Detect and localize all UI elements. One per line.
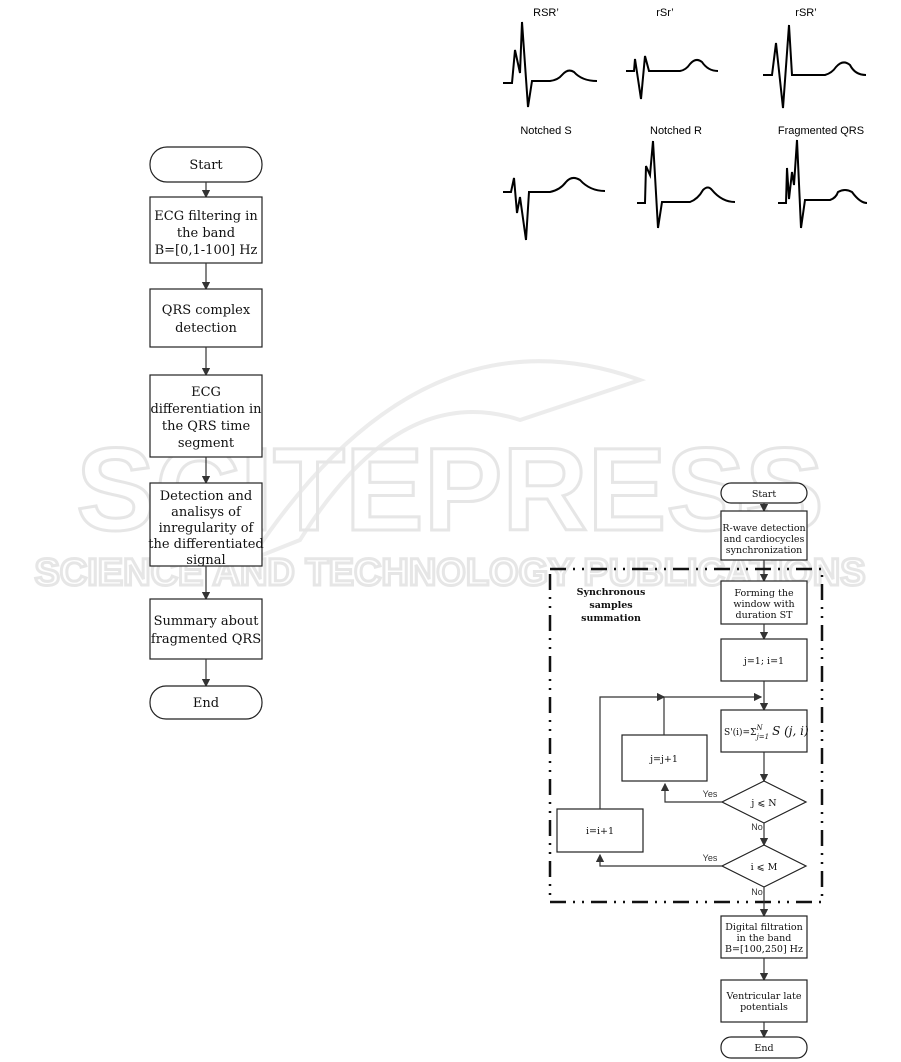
- group-label: summation: [581, 613, 641, 624]
- step-text: Forming the: [734, 588, 794, 599]
- right-inc-i-box: [556, 808, 644, 853]
- right-end-terminal: [720, 1036, 808, 1059]
- step-text: inregularity of: [159, 521, 255, 536]
- step-text: and cardiocycles: [724, 534, 805, 545]
- left-start-label: Start: [189, 158, 223, 173]
- left-step-qrs-detection: [149, 288, 263, 348]
- decision-text: i ⩽ M: [751, 862, 778, 873]
- no-label: No: [751, 887, 763, 897]
- step-text: in the band: [737, 933, 792, 944]
- group-boundary: [548, 567, 824, 904]
- step-text: Digital filtration: [725, 922, 802, 933]
- step-text: the band: [177, 226, 235, 241]
- ecg-label-notched-r: Notched R: [650, 125, 702, 137]
- step-text: Detection and: [160, 489, 252, 504]
- ecg-trace-rsr-small: [626, 55, 719, 100]
- step-text: segment: [178, 436, 235, 451]
- ecg-trace-notched-r: [637, 140, 736, 229]
- right-rwave-box: [720, 510, 808, 561]
- step-text: detection: [175, 321, 237, 336]
- right-start-label: Start: [752, 489, 777, 500]
- ecg-trace-notched-s: [503, 176, 606, 241]
- step-text: duration ST: [736, 610, 794, 621]
- step-text: fragmented QRS: [151, 632, 261, 647]
- group-label: Synchronous: [577, 587, 646, 598]
- left-end-terminal: [149, 685, 263, 720]
- left-step-summary: [149, 598, 263, 660]
- right-end-label: End: [754, 1043, 773, 1054]
- step-text: window with: [733, 599, 794, 610]
- step-text: Ventricular late: [726, 991, 802, 1002]
- ecg-patterns: RSR’ rSr’ rSR’ Notched S Notched R Fragm…: [503, 7, 868, 241]
- step-text: i=i+1: [586, 826, 614, 837]
- right-init-box: [720, 638, 808, 682]
- ecg-label-rsr: RSR’: [533, 7, 559, 19]
- group-label: samples: [589, 600, 632, 611]
- ecg-label-rsr-prime: rSR’: [795, 7, 816, 19]
- left-end-label: End: [193, 696, 219, 711]
- ecg-label-fragmented-qrs: Fragmented QRS: [778, 125, 864, 137]
- step-text: ECG: [191, 385, 221, 400]
- step-text: j=j+1: [649, 754, 678, 765]
- left-flowchart: Start ECG filtering in the band B=[0,1-1…: [148, 146, 264, 720]
- step-text: differentiation in: [150, 402, 262, 417]
- step-text: the differentiated: [148, 537, 263, 552]
- right-sum-box: [720, 709, 808, 753]
- right-flowchart: Start R-wave detection and cardiocycles …: [548, 482, 824, 1059]
- step-text: the QRS time: [162, 419, 251, 434]
- step-text: synchronization: [726, 545, 803, 556]
- left-step-differentiation: [149, 374, 263, 458]
- ecg-trace-rsr-prime: [763, 24, 867, 109]
- step-text: Summary about: [154, 614, 260, 629]
- step-text: j=1; i=1: [743, 656, 784, 667]
- ecg-trace-fragmented: [778, 139, 868, 229]
- left-step-irregularity: [149, 482, 263, 567]
- ecg-label-rsr-small: rSr’: [656, 7, 674, 19]
- step-text: B=[0,1-100] Hz: [155, 243, 258, 258]
- step-text: ECG filtering in: [154, 209, 258, 224]
- decision-text: j ⩽ N: [750, 798, 776, 809]
- no-label: No: [751, 822, 763, 832]
- step-text: potentials: [740, 1002, 788, 1013]
- right-filtration-box: [720, 915, 808, 959]
- ecg-label-notched-s: Notched S: [520, 125, 571, 137]
- ecg-trace-rsr: [503, 21, 598, 108]
- left-step-filtering: [149, 196, 263, 264]
- yes-label: Yes: [703, 789, 718, 799]
- yes-label: Yes: [703, 853, 718, 863]
- step-text: QRS complex: [162, 303, 251, 318]
- step-text: analisys of: [171, 505, 242, 520]
- right-vlp-box: [720, 979, 808, 1023]
- right-forming-window-box: [720, 580, 808, 625]
- step-text: R-wave detection: [722, 523, 805, 534]
- step-text: signal: [186, 553, 225, 568]
- step-text: B=[100,250] Hz: [725, 944, 803, 955]
